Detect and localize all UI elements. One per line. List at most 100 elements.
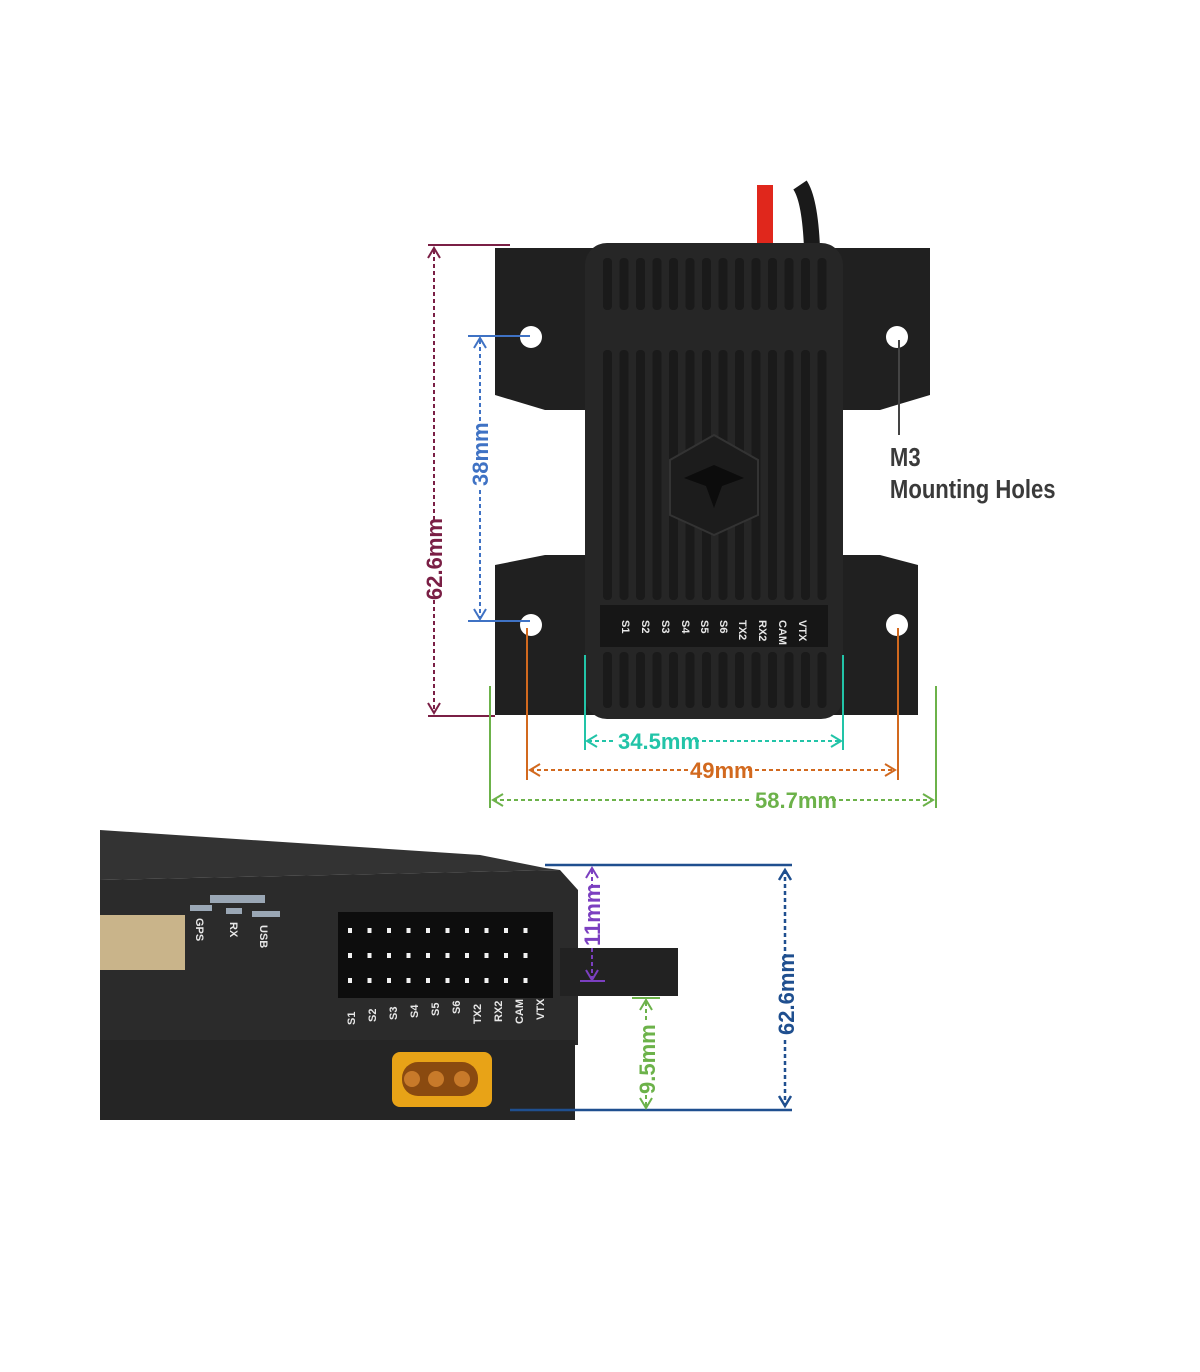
mounting-hole: [886, 326, 908, 348]
header-pin: [426, 928, 430, 933]
cooling-rib: [702, 258, 711, 310]
cooling-rib: [817, 652, 827, 708]
mounting-hole: [886, 614, 908, 636]
dimension-label-top-height: 11mm: [580, 884, 605, 946]
pin-label: VTX: [796, 620, 808, 642]
header-pin: [348, 953, 352, 958]
device-base: [100, 1040, 575, 1120]
pin-label: S3: [659, 620, 671, 633]
indicator-bar: [226, 908, 242, 914]
cooling-rib: [784, 652, 794, 708]
dimension-bottom-height: [632, 997, 660, 1110]
cooling-rib: [751, 258, 761, 310]
cooling-rib: [619, 350, 629, 600]
dimension-side-total: [510, 863, 793, 1112]
dimension-top-height: [580, 866, 605, 982]
pin-label: S1: [619, 620, 631, 633]
dimension-label-hole-spacing-horizontal: 49mm: [690, 758, 754, 783]
header-pin: [523, 953, 528, 958]
cooling-rib: [603, 258, 612, 310]
port-label-usb: USB: [257, 925, 269, 948]
header-pin: [387, 953, 391, 958]
header-pin: [406, 953, 411, 958]
dimension-label-bottom-height: 9.5mm: [635, 1024, 660, 1094]
header-pin: [406, 978, 411, 983]
cooling-rib: [685, 652, 695, 708]
header-pin: [445, 953, 450, 958]
cooling-rib: [735, 652, 744, 708]
xt30-power-connector: [392, 1052, 492, 1107]
header-pin: [406, 928, 411, 933]
header-pin: [465, 928, 469, 933]
dimension-hole-spacing-horizontal: [526, 628, 899, 780]
dimension-label-width-total: 58.7mm: [755, 788, 837, 813]
header-pin: [367, 978, 372, 983]
device-top-surface: [100, 830, 560, 880]
pin-label: S4: [679, 620, 691, 634]
mounting-hole: [520, 326, 542, 348]
pin-label: VTX: [535, 998, 547, 1020]
cooling-rib: [702, 652, 711, 708]
header-pin: [484, 978, 489, 983]
top-view: S1 S2 S3 S4 S5 S6 TX2 RX2 CAM VTX M3 Mou…: [422, 180, 1056, 813]
header-pin: [426, 953, 430, 958]
cooling-rib: [652, 350, 662, 600]
pin-label: S6: [451, 1001, 463, 1014]
header-pin: [367, 953, 372, 958]
dimension-label-side-total: 62.6mm: [774, 953, 799, 1035]
mounting-holes-note-title: M3: [890, 443, 921, 472]
header-pin: [348, 978, 352, 983]
pin-label-strip: [600, 605, 828, 647]
mounting-holes-note-subtitle: Mounting Holes: [890, 475, 1056, 504]
dimension-label-height-total: 62.6mm: [422, 518, 447, 600]
header-pin: [445, 928, 450, 933]
cooling-rib: [801, 350, 810, 600]
logo-icon: [684, 465, 744, 508]
cooling-rib: [603, 350, 612, 600]
cooling-rib: [751, 652, 761, 708]
indicator-bar: [210, 895, 265, 903]
cooling-rib: [801, 652, 810, 708]
cooling-rib: [768, 652, 777, 708]
pin-label: S6: [717, 620, 729, 633]
header-pin: [504, 928, 508, 933]
cooling-rib: [652, 258, 662, 310]
indicator-bar: [252, 911, 280, 917]
cooling-rib: [817, 258, 827, 310]
pin-label: S5: [698, 620, 710, 633]
pin-label: S4: [409, 1004, 421, 1018]
pin-label: S3: [388, 1007, 400, 1020]
dimension-label-hole-spacing-vertical: 38mm: [468, 422, 493, 486]
cooling-rib: [768, 350, 777, 600]
cooling-rib: [636, 652, 645, 708]
power-wire-black: [793, 180, 820, 249]
pin-label: S5: [430, 1003, 442, 1016]
header-pin: [387, 978, 391, 983]
header-pin: [445, 978, 450, 983]
pin-label: S2: [639, 620, 651, 633]
pin-label: S2: [367, 1009, 379, 1022]
header-pin: [504, 953, 508, 958]
header-pins: [348, 928, 528, 983]
cooling-rib: [718, 258, 728, 310]
side-pin-labels: S1 S2 S3 S4 S5 S6 TX2 RX2 CAM VTX: [346, 998, 547, 1025]
header-pin: [348, 928, 352, 933]
cooling-rib: [636, 350, 645, 600]
cooling-rib: [784, 258, 794, 310]
header-pin: [484, 953, 489, 958]
header-pin: [367, 928, 372, 933]
mounting-hole: [520, 614, 542, 636]
cooling-rib: [669, 258, 678, 310]
connector-housing: [100, 915, 185, 970]
header-pin: [484, 928, 489, 933]
cooling-rib: [801, 258, 810, 310]
header-pin: [523, 928, 528, 933]
pin-label: CAM: [776, 620, 788, 645]
cooling-rib: [652, 652, 662, 708]
pin-label: TX2: [736, 620, 748, 640]
cooling-rib: [784, 350, 794, 600]
cooling-rib: [685, 258, 695, 310]
dimension-height-total: [427, 244, 510, 717]
side-view: GPS RX USB S1 S2 S3 S4 S5 S6 TX2 RX2 CAM…: [100, 830, 799, 1120]
